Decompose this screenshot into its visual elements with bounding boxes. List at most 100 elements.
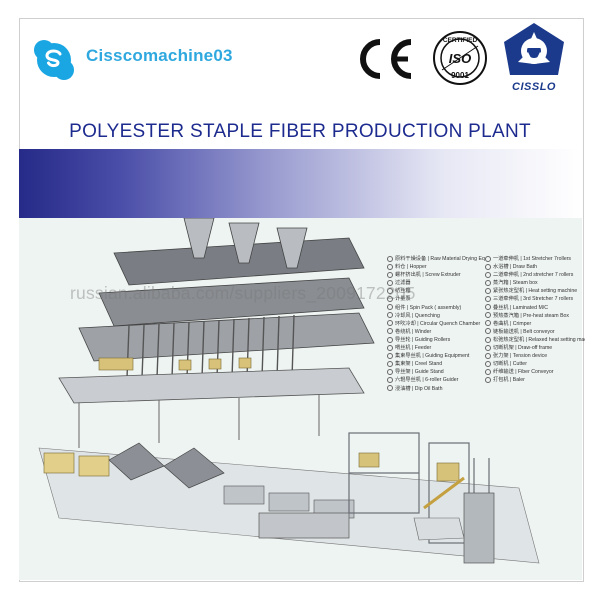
legend-item: 链板输送机 | Belt conveyor (485, 328, 585, 336)
legend-marker-icon (485, 328, 491, 335)
legend-item: 一道牵伸机 | 1st Stretcher 7rollers (485, 255, 585, 263)
legend-marker-icon (387, 344, 393, 351)
legend-item: 打包机 | Baler (485, 376, 585, 384)
legend-item-label: 打包机 | Baler (493, 377, 525, 384)
legend-marker-icon (387, 385, 393, 392)
legend-marker-icon (485, 352, 491, 359)
legend-item-label: 纺丝箱 (395, 288, 411, 295)
iso-bottom-text: 9001 (451, 71, 469, 80)
legend-item: 浸油槽 | Dip Oil Bath (387, 385, 485, 393)
legend-item: 二道牵伸机 | 2nd stretcher 7 rollers (485, 271, 585, 279)
iso-middle-text: ISO (449, 51, 471, 66)
legend-item: 纺丝箱 (387, 287, 485, 295)
legend-marker-icon (485, 296, 491, 303)
legend-item: 导丝架 | Guide Stand (387, 368, 485, 376)
legend-marker-icon (387, 328, 393, 335)
legend-marker-icon (387, 263, 393, 270)
legend-item: 原料干燥设备 | Raw Material Drying Equipment (387, 255, 485, 263)
legend-item: 切断机 | Cutter (485, 360, 585, 368)
legend-marker-icon (387, 360, 393, 367)
legend-item-label: 叠丝机 | Laminated M/C (493, 304, 548, 311)
legend-item: 水浴槽 | Draw Bath (485, 263, 585, 271)
legend-item-label: 紧张热定型机 | Heat setting machine (493, 288, 578, 295)
legend-marker-icon (387, 352, 393, 359)
legend-marker-icon (485, 377, 491, 384)
legend-item: 预热蒸汽箱 | Pre-heat steam Box (485, 312, 585, 320)
production-plant-illustration (19, 218, 582, 580)
legend-item-label: 冷却风 | Quenching (395, 312, 440, 319)
legend-item-label: 浸油槽 | Dip Oil Bath (395, 385, 443, 392)
legend-item-label: 导丝架 | Guide Stand (395, 369, 444, 376)
legend-item-label: 松弛热定型机 | Relaxed heat setting machine (493, 336, 585, 343)
legend-item: 卷绕机 | Winder (387, 328, 485, 336)
legend-item: 料仓 | Hopper (387, 263, 485, 271)
legend-column-1: 原料干燥设备 | Raw Material Drying Equipment 料仓… (387, 255, 485, 393)
page-title: POLYESTER STAPLE FIBER PRODUCTION PLANT (69, 121, 531, 142)
legend-item: 组件 | Spin Pack ( assembly) (387, 304, 485, 312)
legend-column-2: 一道牵伸机 | 1st Stretcher 7rollers 水浴槽 | Draw… (485, 255, 585, 385)
legend-item-label: 切断机架 | Draw-off frame (493, 345, 553, 352)
legend-item-label: 纤维输送 | Fiber Conveyor (493, 369, 554, 376)
legend-item: 螺杆挤出机 | Screw Extruder (387, 271, 485, 279)
legend-item-label: 链板输送机 | Belt conveyor (493, 328, 555, 335)
legend-item-label: 环吹冷却 | Circular Quench Chamber (395, 320, 481, 327)
company-logo-icon: CISSLO (504, 23, 564, 93)
legend-item-label: 喟丝机 | Feeder (395, 345, 432, 352)
legend-item: 导丝轮 | Guiding Rollers (387, 336, 485, 344)
legend-marker-icon (387, 336, 393, 343)
legend-item: 冷却风 | Quenching (387, 312, 485, 320)
iso-9001-badge-icon: CERTIFIED ISO 9001 (433, 31, 487, 85)
legend-item-label: 计量泵 (395, 296, 411, 303)
legend-marker-icon (387, 271, 393, 278)
company-logo-text: CISSLO (512, 81, 556, 93)
legend-item: 计量泵 (387, 295, 485, 303)
legend-marker-icon (485, 312, 491, 319)
legend-item-label: 导丝轮 | Guiding Rollers (395, 336, 451, 343)
gradient-banner (19, 149, 582, 219)
legend-item: 纤维输送 | Fiber Conveyor (485, 368, 585, 376)
legend-marker-icon (387, 312, 393, 319)
legend-item: 过滤器 (387, 279, 485, 287)
legend-item-label: 一道牵伸机 | 1st Stretcher 7rollers (493, 256, 572, 262)
legend-item-label: 集束导丝机 | Guiding Equipment (395, 353, 470, 360)
legend-item-label: 过滤器 (395, 280, 411, 287)
legend-item: 三道牵伸机 | 3rd Stretcher 7 rollers (485, 295, 585, 303)
legend-item-label: 二道牵伸机 | 2nd stretcher 7 rollers (493, 272, 574, 279)
legend-marker-icon (485, 288, 491, 294)
legend-marker-icon (485, 360, 491, 367)
legend-item-label: 螺杆挤出机 | Screw Extruder (395, 272, 461, 279)
legend-item-label: 组件 | Spin Pack ( assembly) (395, 304, 462, 311)
legend-item-label: 蒸汽箱 | Steam box (493, 280, 538, 287)
legend-item-label: 集束架 | Creel Stand (395, 361, 443, 368)
legend-marker-icon (485, 279, 491, 286)
skype-handle: Cisscomachine03 (86, 46, 233, 65)
iso-top-text: CERTIFIED (443, 37, 478, 44)
ce-mark-icon (360, 39, 412, 79)
legend-marker-icon (485, 336, 491, 343)
legend-marker-icon (485, 368, 491, 375)
legend-marker-icon (485, 271, 491, 278)
legend-item: 集束架 | Creel Stand (387, 360, 485, 368)
legend-item: 叠丝机 | Laminated M/C (485, 304, 585, 312)
legend-item-label: 卷绕机 | Winder (395, 328, 432, 335)
legend-item: 松弛热定型机 | Relaxed heat setting machine (485, 336, 585, 344)
legend-item-label: 六辊导丝机 | 6-roller Guider (395, 377, 459, 384)
legend-item: 卷曲机 | Crimper (485, 320, 585, 328)
legend-item-label: 预热蒸汽箱 | Pre-heat steam Box (493, 312, 570, 319)
legend-item-label: 料仓 | Hopper (395, 264, 427, 271)
legend-marker-icon (485, 304, 491, 311)
legend-item-label: 张力架 | Tension device (493, 353, 548, 360)
legend-marker-icon (387, 288, 393, 294)
legend-item: 环吹冷却 | Circular Quench Chamber (387, 320, 485, 328)
legend-marker-icon (485, 263, 491, 270)
legend-item-label: 水浴槽 | Draw Bath (493, 264, 538, 271)
watermark: russian.alibaba.com/suppliers_2009172205 (70, 283, 416, 303)
legend-item: 喟丝机 | Feeder (387, 344, 485, 352)
legend-marker-icon (485, 320, 491, 327)
legend-item-label: 原料干燥设备 | Raw Material Drying Equipment (395, 256, 485, 262)
legend-item: 集束导丝机 | Guiding Equipment (387, 352, 485, 360)
legend-marker-icon (485, 255, 491, 262)
legend-item-label: 三道牵伸机 | 3rd Stretcher 7 rollers (493, 296, 574, 303)
legend-marker-icon (387, 296, 393, 303)
legend-item-label: 切断机 | Cutter (493, 361, 527, 368)
